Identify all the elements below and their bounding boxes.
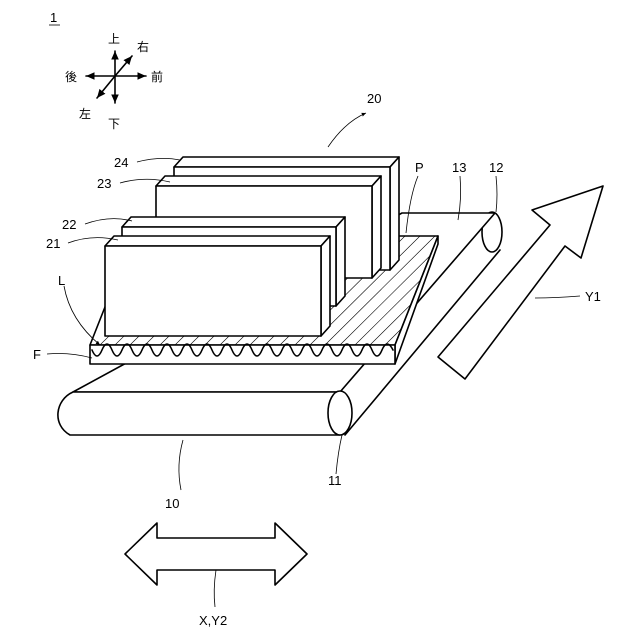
label-11: 11 bbox=[328, 473, 342, 488]
arrow-right-icon bbox=[115, 56, 132, 76]
leader-F bbox=[47, 354, 92, 359]
figure-number: 1 bbox=[50, 10, 57, 25]
label-Y1: Y1 bbox=[585, 289, 601, 304]
sheet-F bbox=[90, 344, 395, 364]
leader-12 bbox=[496, 176, 497, 212]
leader-20 bbox=[328, 113, 366, 147]
compass-down: 下 bbox=[108, 117, 120, 131]
double-arrow-XY2-icon bbox=[125, 523, 307, 585]
compass-front: 前 bbox=[151, 69, 163, 84]
label-12: 12 bbox=[489, 160, 503, 175]
leader-Y1 bbox=[535, 296, 580, 298]
label-10: 10 bbox=[165, 496, 179, 511]
label-F: F bbox=[33, 347, 41, 362]
direction-compass: 上 右 前 後 左 下 bbox=[65, 32, 163, 131]
roller-11 bbox=[328, 391, 352, 435]
label-XY2: X,Y2 bbox=[199, 613, 227, 628]
label-P: P bbox=[415, 160, 424, 175]
label-22: 22 bbox=[62, 217, 76, 232]
label-L: L bbox=[58, 273, 65, 288]
arrow-left-icon bbox=[97, 76, 115, 98]
belt-left-end bbox=[58, 392, 340, 435]
label-24: 24 bbox=[114, 155, 128, 170]
label-20: 20 bbox=[367, 91, 381, 106]
compass-back: 後 bbox=[65, 70, 77, 84]
label-21: 21 bbox=[46, 236, 60, 251]
compass-right: 右 bbox=[137, 39, 149, 54]
leader-11 bbox=[336, 435, 342, 474]
compass-left: 左 bbox=[79, 106, 91, 121]
leader-10 bbox=[179, 440, 183, 490]
leader-XY2 bbox=[214, 570, 216, 607]
compass-up: 上 bbox=[108, 32, 120, 46]
leader-24 bbox=[137, 158, 180, 162]
block-21 bbox=[105, 236, 330, 336]
label-13: 13 bbox=[452, 160, 466, 175]
label-23: 23 bbox=[97, 176, 111, 191]
